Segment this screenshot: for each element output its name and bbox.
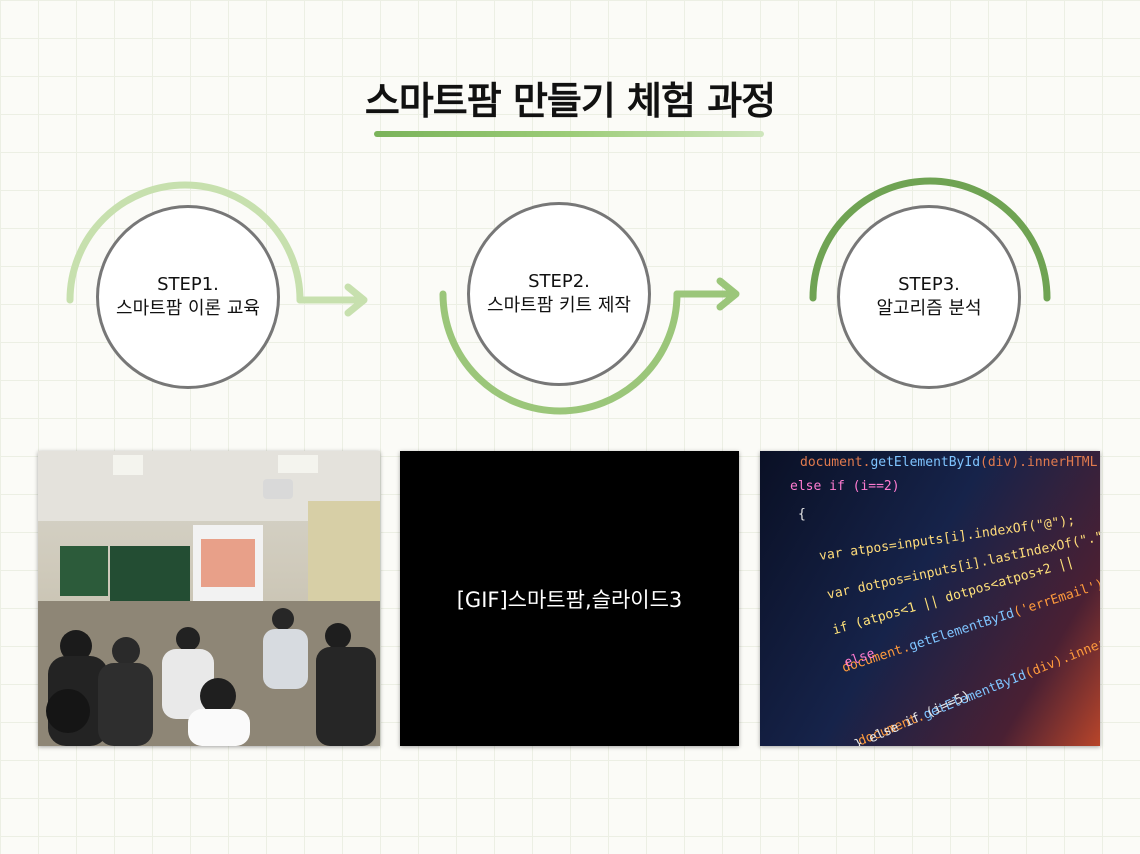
gif-placeholder: [GIF]스마트팜,슬라이드3	[400, 451, 739, 746]
step3-circle: STEP3. 알고리즘 분석	[837, 205, 1021, 389]
step1-title: 스마트팜 이론 교육	[116, 298, 260, 319]
step1-circle: STEP1. 스마트팜 이론 교육	[96, 205, 280, 389]
step2-title: 스마트팜 키트 제작	[487, 295, 631, 316]
step3-title: 알고리즘 분석	[876, 298, 982, 319]
code-photo: document.getElementById(div).innerHTML =…	[760, 451, 1100, 746]
title-underline	[374, 131, 764, 137]
code-line-10: } else if (i==5)	[852, 688, 973, 746]
step2-arc	[439, 290, 681, 415]
code-line-2: else if (i==2)	[790, 479, 900, 494]
page-title: 스마트팜 만들기 체험 과정	[364, 79, 776, 123]
step2-arrow	[673, 277, 740, 311]
code-line-1: document.getElementById(div).innerHTML =…	[800, 455, 1100, 470]
gif-label: [GIF]스마트팜,슬라이드3	[456, 587, 683, 612]
step2-label: STEP2.	[528, 271, 590, 292]
step1-arrow	[296, 283, 368, 317]
classroom-photo	[38, 451, 380, 746]
classroom-illustration	[38, 451, 380, 746]
code-line-3: {	[798, 507, 806, 522]
step1-arc	[66, 181, 304, 304]
step1-label: STEP1.	[157, 274, 219, 295]
step2-circle: STEP2. 스마트팜 키트 제작	[467, 202, 651, 386]
step3-arc	[809, 177, 1051, 302]
step3-label: STEP3.	[898, 274, 960, 295]
